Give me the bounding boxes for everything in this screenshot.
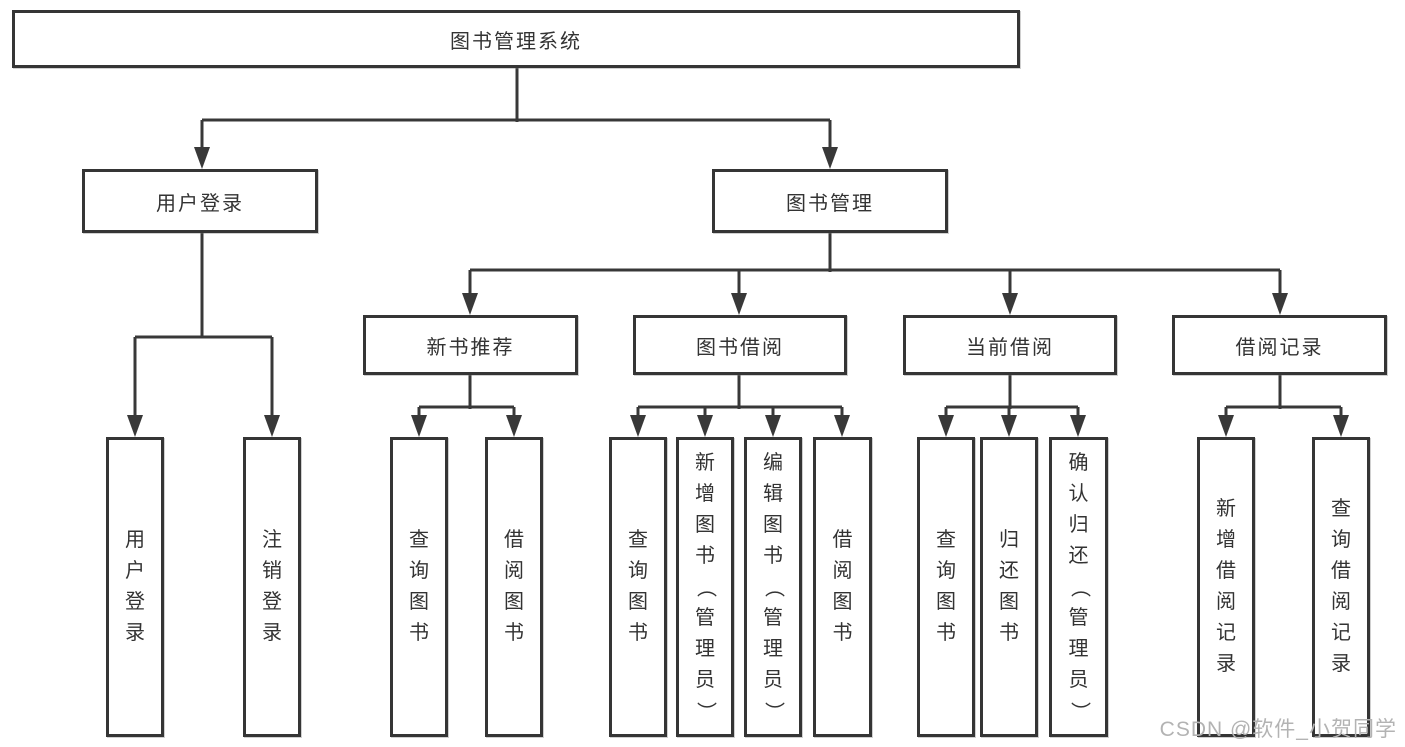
node-new-book-recommend-label: 新书推荐 — [426, 336, 515, 359]
arrowhead — [697, 415, 713, 437]
node-user-login: 用户登录 — [82, 169, 318, 233]
node-book-borrow-label: 图书借阅 — [696, 336, 784, 359]
arrowhead — [630, 415, 646, 437]
arrowhead — [127, 415, 143, 437]
arrowhead — [765, 415, 781, 437]
leaf-confirm-return-admin: 确认归还（管理员） — [1049, 437, 1108, 737]
arrowhead — [731, 293, 747, 315]
node-new-book-recommend: 新书推荐 — [363, 315, 578, 375]
arrowhead — [834, 415, 850, 437]
leaf-query-books-borrow: 查询图书 — [609, 437, 667, 737]
leaf-query-books-borrow-label: 查询图书 — [628, 529, 648, 644]
node-library-management-system-label: 图书管理系统 — [450, 30, 582, 53]
arrowhead — [264, 415, 280, 437]
leaf-query-borrow-record: 查询借阅记录 — [1312, 437, 1370, 737]
arrowhead — [938, 415, 954, 437]
leaf-return-books: 归还图书 — [980, 437, 1038, 737]
leaf-query-books-recommend: 查询图书 — [390, 437, 448, 737]
arrowhead — [1333, 415, 1349, 437]
arrowhead — [194, 147, 210, 169]
leaf-borrow-books-recommend-label: 借阅图书 — [504, 529, 524, 644]
leaf-borrow-books-recommend: 借阅图书 — [485, 437, 543, 737]
node-current-borrow-label: 当前借阅 — [966, 336, 1054, 359]
leaf-query-books-current-label: 查询图书 — [936, 529, 956, 644]
node-borrow-records: 借阅记录 — [1172, 315, 1387, 375]
leaf-add-book-admin-label: 新增图书（管理员） — [694, 451, 717, 722]
node-book-management-label: 图书管理 — [786, 192, 874, 215]
node-book-management: 图书管理 — [712, 169, 948, 233]
leaf-add-borrow-record-label: 新增借阅记录 — [1216, 498, 1236, 675]
leaf-return-books-label: 归还图书 — [999, 529, 1019, 644]
arrowhead — [1002, 293, 1018, 315]
arrowhead — [1070, 415, 1086, 437]
node-current-borrow: 当前借阅 — [903, 315, 1117, 375]
leaf-query-books-current: 查询图书 — [917, 437, 975, 737]
arrowhead — [822, 147, 838, 169]
leaf-edit-book-admin-label: 编辑图书（管理员） — [762, 451, 785, 722]
arrowhead — [1218, 415, 1234, 437]
arrowhead — [411, 415, 427, 437]
leaf-edit-book-admin: 编辑图书（管理员） — [744, 437, 802, 737]
leaf-query-borrow-record-label: 查询借阅记录 — [1331, 498, 1351, 675]
leaf-borrow-books-label: 借阅图书 — [832, 529, 853, 644]
leaf-add-book-admin: 新增图书（管理员） — [676, 437, 734, 737]
node-borrow-records-label: 借阅记录 — [1235, 336, 1324, 359]
arrowhead — [506, 415, 522, 437]
leaf-borrow-books: 借阅图书 — [813, 437, 872, 737]
node-book-borrow: 图书借阅 — [633, 315, 847, 375]
leaf-logout-label: 注销登录 — [262, 529, 282, 644]
leaf-logout: 注销登录 — [243, 437, 301, 737]
arrowhead — [1272, 293, 1288, 315]
csdn-watermark: CSDN @软件_小贺同学 — [1159, 718, 1397, 741]
arrowhead — [1001, 415, 1017, 437]
leaf-add-borrow-record: 新增借阅记录 — [1197, 437, 1255, 737]
leaf-confirm-return-admin-label: 确认归还（管理员） — [1068, 451, 1090, 722]
leaf-user-login: 用户登录 — [106, 437, 164, 737]
node-library-management-system: 图书管理系统 — [12, 10, 1020, 68]
node-user-login-label: 用户登录 — [156, 192, 244, 215]
leaf-query-books-recommend-label: 查询图书 — [409, 529, 429, 644]
leaf-user-login-label: 用户登录 — [125, 529, 145, 644]
arrowhead — [462, 293, 478, 315]
